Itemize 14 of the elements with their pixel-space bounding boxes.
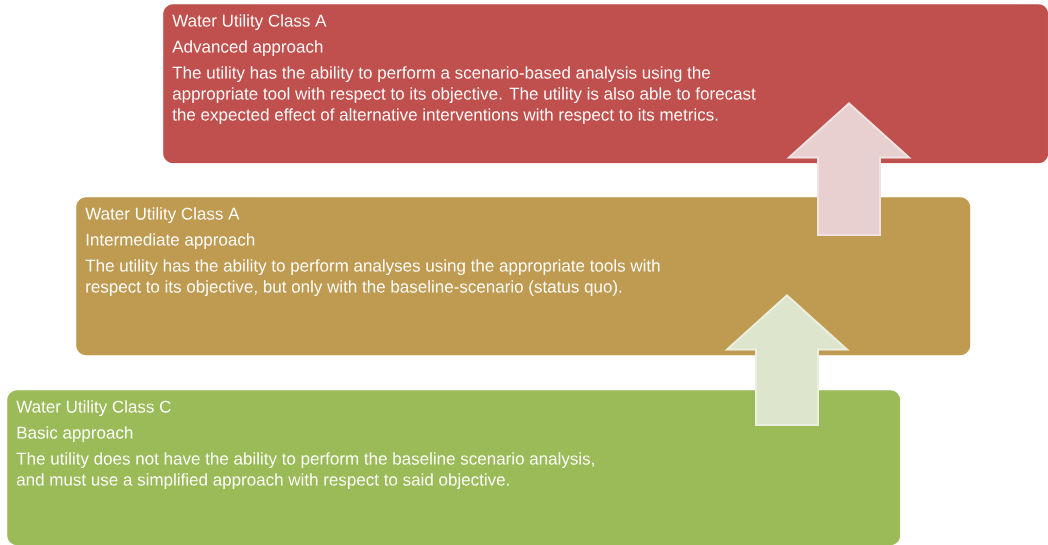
block-arrow	[724, 294, 850, 426]
approach-label: Basic approach	[17, 426, 133, 443]
process-box	[7, 390, 901, 545]
process-box	[76, 197, 971, 356]
approach-label: Intermediate approach	[86, 233, 255, 250]
class-heading: Water Utility Class A	[85, 207, 240, 224]
class-heading: Water Utility Class C	[16, 400, 171, 417]
class-heading: Water Utility Class A	[172, 14, 327, 31]
approach-label: Advanced approach	[172, 40, 323, 57]
description-text: The utility has the ability to perform a scenario-based analysis using the appropriate tool with respect to its objective. The utility is also able to forecast the expected effect of alternative interventions with respect to its metrics.	[172, 66, 756, 125]
block-arrow	[786, 102, 912, 236]
description-text: The utility does not have the ability to perform the baseline scenario analysis, and must use a simplified approach with respect to said objective.	[16, 452, 594, 490]
process-box	[163, 4, 1048, 164]
description-text: The utility has the ability to perform analyses using the appropriate tools with respect to its objective, but only with the baseline-scenario (status quo).	[85, 259, 660, 297]
